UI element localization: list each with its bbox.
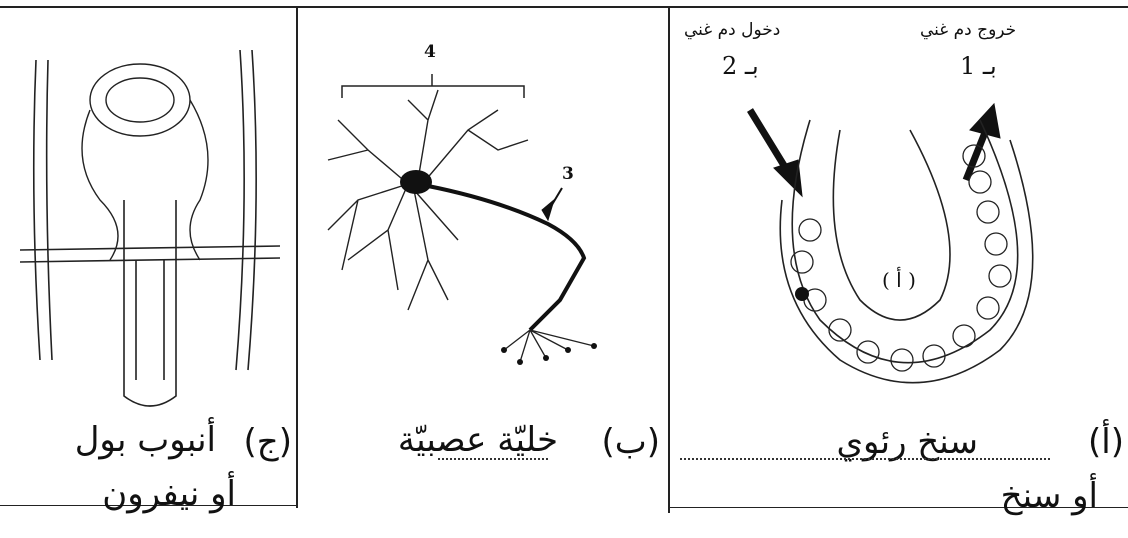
blood-vessels xyxy=(20,50,280,370)
neuron-drawing xyxy=(298,0,668,400)
alveolus-wall xyxy=(780,120,1032,383)
glomerulus xyxy=(82,64,208,260)
panel-neuron: 4 3 (ب) خليّة عصبيّة xyxy=(298,0,668,538)
caption-marker-c: (ج) xyxy=(244,422,292,462)
cell-body xyxy=(400,170,432,194)
panel-nephron: (ج) أنبوب بول أو نيفرون xyxy=(0,0,296,538)
arrow-in xyxy=(750,110,802,196)
nephron-drawing xyxy=(0,0,296,420)
caption-dots-b xyxy=(438,458,548,460)
caption-text-b: خليّة عصبيّة xyxy=(398,420,558,460)
caption-text-a: سنخ رئوي xyxy=(836,422,978,462)
caption-alt-a: أو سنخ xyxy=(1001,476,1098,516)
axon-terminals xyxy=(504,330,594,362)
arrow-out xyxy=(966,104,1000,180)
alveolus-drawing xyxy=(670,0,1128,400)
caption-marker-a: (أ) xyxy=(1088,422,1124,462)
dendrite-bracket xyxy=(342,86,524,98)
panel-alveolus: خروج دم غني بـ 1 دخول دم غني بـ 2 xyxy=(670,0,1128,538)
capillary-cells xyxy=(791,145,1011,371)
alveolus-center-label: ( أ ) xyxy=(882,268,916,292)
axon xyxy=(428,186,584,330)
dendrites xyxy=(328,90,528,310)
arrow-3 xyxy=(542,188,562,220)
caption-alt-c: أو نيفرون xyxy=(102,474,236,514)
caption-dots-a xyxy=(680,458,1050,460)
caption-marker-b: (ب) xyxy=(601,422,660,462)
collecting-tubule xyxy=(124,200,176,406)
caption-text-c: أنبوب بول xyxy=(75,420,216,460)
